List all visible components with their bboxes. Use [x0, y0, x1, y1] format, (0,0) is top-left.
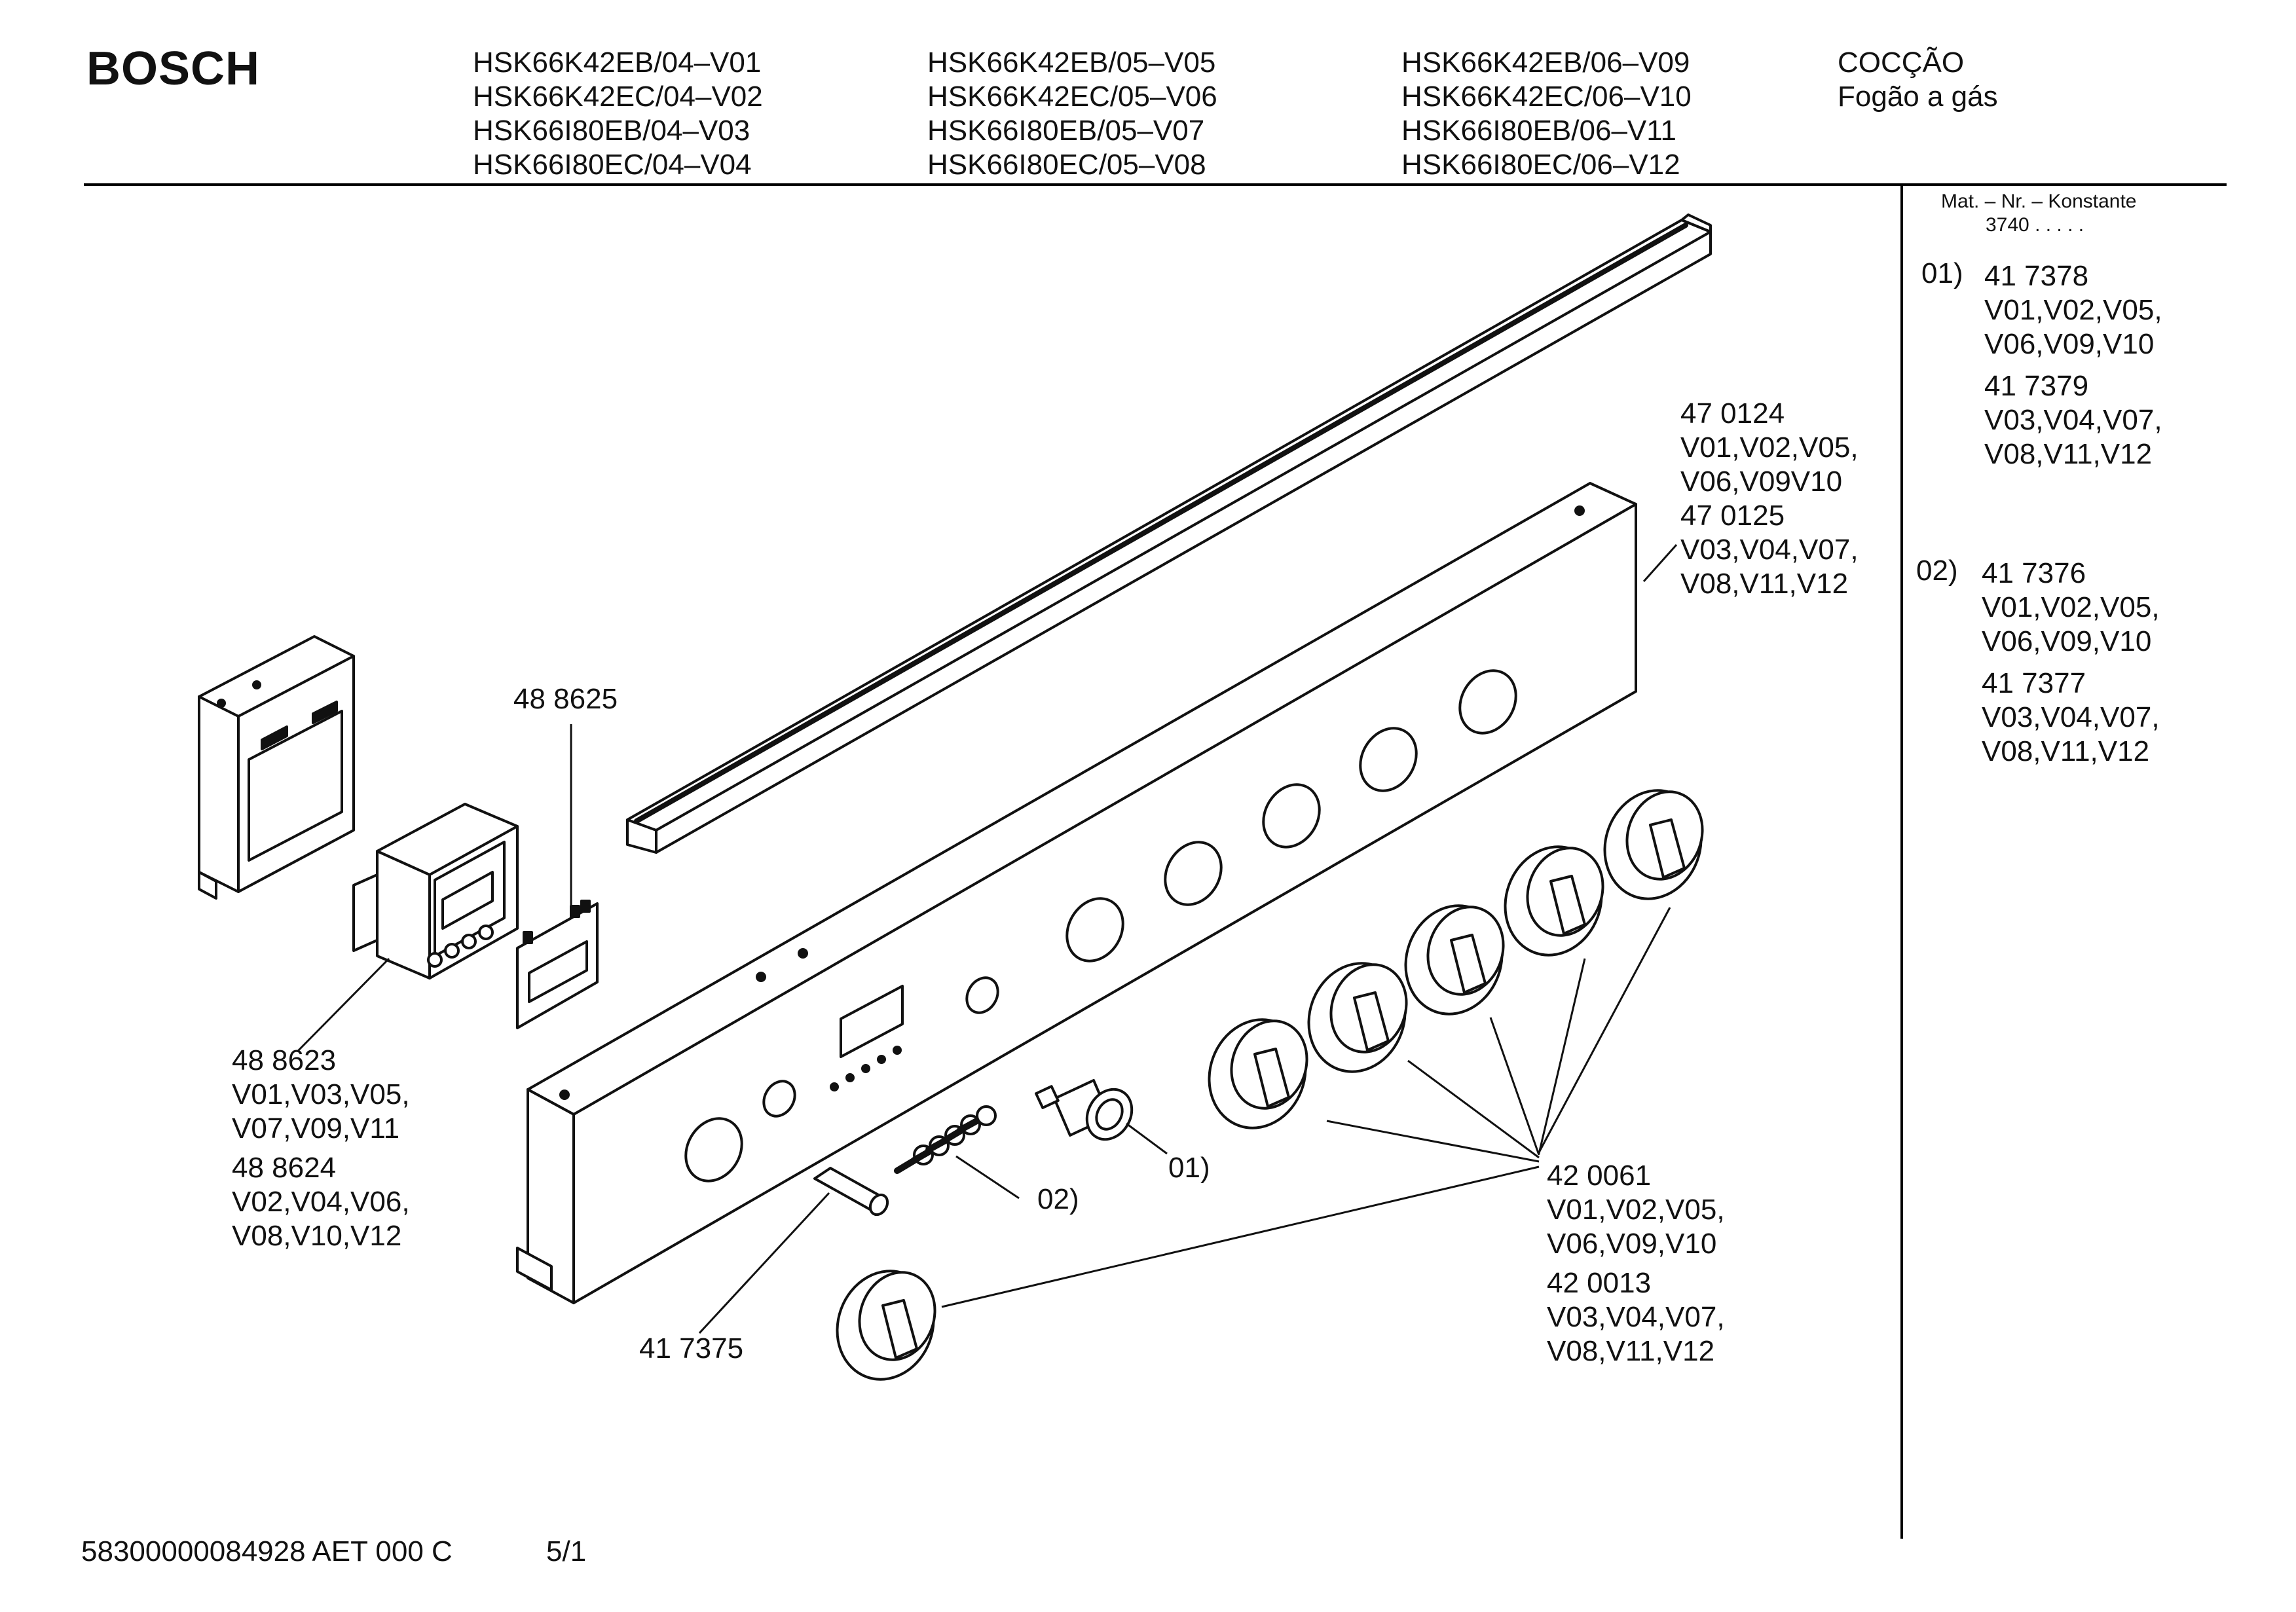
callout-fascia-part-numbers: 47 0124 V01,V02,V05, V06,V09V10 47 0125 … [1680, 397, 1859, 601]
leader-lines [297, 545, 1676, 1333]
model-code: HSK66K42EB/05–V05 [927, 46, 1216, 79]
callout-board-part-number: 48 8625 [513, 682, 618, 716]
control-board [517, 901, 597, 1028]
category-subtitle: Fogão a gás [1838, 81, 1998, 113]
group-number-02: 02) [1916, 555, 1958, 587]
callout-rod-part-number: 41 7375 [639, 1332, 743, 1366]
model-code: HSK66K42EC/06–V10 [1401, 81, 1692, 113]
document-number: 58300000084928 AET 000 C [81, 1535, 453, 1567]
clock-module [354, 804, 517, 978]
knob [1491, 833, 1617, 968]
part-entry: 41 7376 V01,V02,V05, V06,V09,V10 [1982, 557, 2160, 659]
model-code: HSK66I80EC/06–V12 [1401, 149, 1680, 181]
model-column-1: HSK66K42EB/04–V01 HSK66K42EC/04–V02 HSK6… [473, 46, 763, 182]
model-code: HSK66K42EB/06–V09 [1401, 46, 1690, 79]
callout-line: 42 0061 [1547, 1160, 1652, 1192]
header-divider [84, 183, 2227, 186]
category-title: COCÇÃO [1838, 46, 1965, 79]
model-code: HSK66I80EB/05–V07 [927, 115, 1205, 147]
callout-line: V08,V11,V12 [1547, 1335, 1715, 1367]
model-code: HSK66I80EB/04–V03 [473, 115, 750, 147]
callout-line: V06,V09V10 [1680, 466, 1843, 498]
callout-line: 41 7375 [639, 1332, 744, 1365]
mounting-bracket [199, 636, 354, 898]
knob [1590, 777, 1716, 912]
constant-header-line2: 3740 . . . . . [1986, 214, 2084, 236]
callout-clock-part-numbers: 48 8623 V01,V03,V05, V07,V09,V11 48 8624… [232, 1044, 410, 1253]
callout-line: V01,V02,V05, [1547, 1194, 1725, 1226]
variant-list: V08,V11,V12 [1984, 438, 2153, 470]
constant-header-line1: Mat. – Nr. – Konstante [1941, 191, 2137, 212]
variant-list: V06,V09,V10 [1982, 625, 2152, 657]
callout-line: V02,V04,V06, [232, 1186, 410, 1218]
callout-line: V03,V04,V07, [1547, 1301, 1725, 1333]
side-panel-divider [1900, 186, 1903, 1539]
model-code: HSK66I80EC/05–V08 [927, 149, 1206, 181]
constant-header: Mat. – Nr. – Konstante 3740 . . . . . [1941, 190, 2137, 237]
knob [1391, 892, 1517, 1027]
brand-logo: BOSCH [86, 43, 261, 95]
category-label: COCÇÃO Fogão a gás [1838, 46, 1998, 114]
callout-line: V01,V02,V05, [1680, 431, 1859, 464]
model-column-2: HSK66K42EB/05–V05 HSK66K42EC/05–V06 HSK6… [927, 46, 1217, 182]
model-code: HSK66K42EB/04–V01 [473, 46, 762, 79]
callout-line: 42 0013 [1547, 1267, 1652, 1299]
callout-line: V01,V03,V05, [232, 1078, 410, 1110]
callout-line: V06,V09,V10 [1547, 1228, 1717, 1260]
trim-strip [627, 215, 1711, 852]
model-code: HSK66K42EC/05–V06 [927, 81, 1217, 113]
callout-line: 47 0124 [1680, 397, 1785, 430]
callout-line: V08,V11,V12 [1680, 568, 1849, 600]
variant-list: V01,V02,V05, [1984, 294, 2162, 326]
knob [1294, 949, 1420, 1085]
callout-line: 48 8625 [513, 683, 618, 715]
variant-list: V08,V11,V12 [1982, 735, 2150, 767]
callout-line: 48 8624 [232, 1152, 337, 1184]
group-number-01: 01) [1921, 257, 1963, 289]
ignition-switch [1036, 1080, 1141, 1148]
control-panel-fascia [517, 483, 1636, 1303]
part-number: 41 7376 [1982, 557, 2086, 589]
knob [1194, 1006, 1321, 1141]
callout-line: V08,V10,V12 [232, 1220, 402, 1252]
part-number: 41 7378 [1984, 260, 2089, 292]
callout-line: V03,V04,V07, [1680, 534, 1859, 566]
indicator-rod [815, 1168, 891, 1218]
variant-list: V06,V09,V10 [1984, 328, 2155, 360]
part-entry: 41 7379 V03,V04,V07, V08,V11,V12 [1984, 369, 2162, 471]
variant-list: V01,V02,V05, [1982, 591, 2160, 623]
callout-ref-01: 01) [1168, 1152, 1210, 1184]
callout-ref-02: 02) [1037, 1183, 1079, 1215]
callout-line: 47 0125 [1680, 500, 1785, 532]
push-buttons [897, 1107, 995, 1171]
part-entry: 41 7377 V03,V04,V07, V08,V11,V12 [1982, 667, 2160, 769]
callout-line: 48 8623 [232, 1044, 337, 1076]
page-number: 5/1 [546, 1535, 587, 1567]
model-code: HSK66I80EB/06–V11 [1401, 115, 1676, 147]
knob [823, 1257, 949, 1393]
model-code: HSK66I80EC/04–V04 [473, 149, 752, 181]
model-column-3: HSK66K42EB/06–V09 HSK66K42EC/06–V10 HSK6… [1401, 46, 1692, 182]
variant-list: V03,V04,V07, [1982, 701, 2160, 733]
callout-knob-part-numbers: 42 0061 V01,V02,V05, V06,V09,V10 42 0013… [1547, 1159, 1725, 1368]
part-number: 41 7377 [1982, 667, 2086, 699]
callout-line: V07,V09,V11 [232, 1112, 400, 1145]
part-entry: 41 7378 V01,V02,V05, V06,V09,V10 [1984, 259, 2162, 361]
variant-list: V03,V04,V07, [1984, 404, 2162, 436]
part-number: 41 7379 [1984, 370, 2089, 402]
model-code: HSK66K42EC/04–V02 [473, 81, 763, 113]
